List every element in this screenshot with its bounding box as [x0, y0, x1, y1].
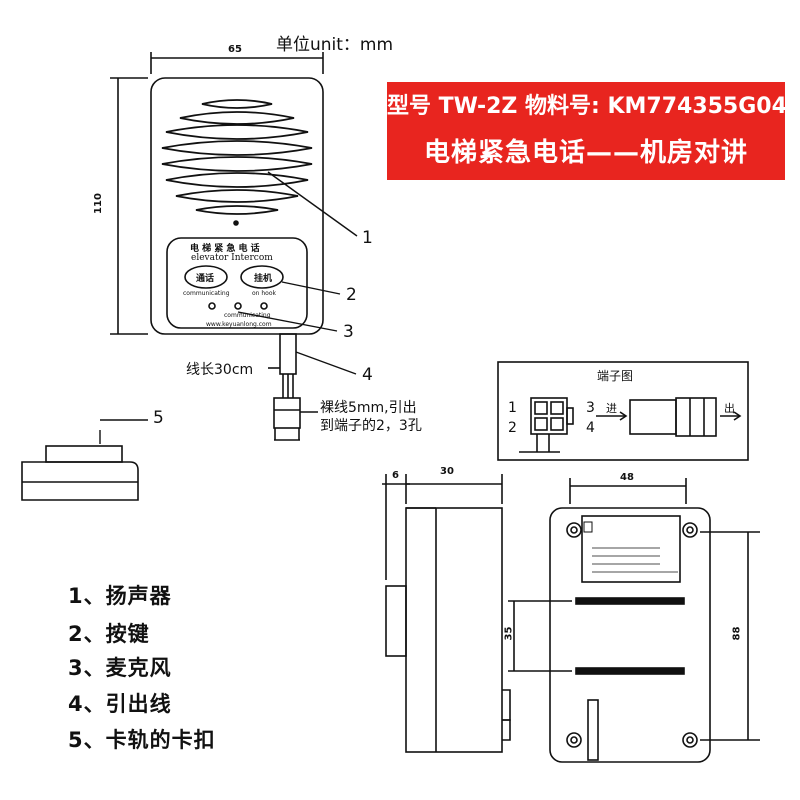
terminal-pin-3: 3	[586, 400, 595, 416]
wire-note-line2: 到端子的2，3孔	[320, 418, 422, 434]
hangup-button-caption: on hook	[252, 290, 276, 297]
callout-5: 5	[153, 408, 164, 428]
legend-item-speaker: 1、扬声器	[68, 584, 172, 608]
unit-label: 单位unit：mm	[276, 35, 394, 55]
legend-item-cable: 4、引出线	[68, 692, 172, 716]
back-view	[508, 478, 760, 763]
talk-button[interactable]: 通话	[196, 274, 215, 284]
dim-48: 48	[620, 472, 634, 483]
callout-2: 2	[346, 285, 357, 305]
dim-88: 88	[731, 626, 743, 641]
legend-item-microphone: 3、麦克风	[68, 656, 172, 680]
panel-title-cn: 电 梯 紧 急 电 话	[190, 244, 260, 254]
wire-note-line1: 裸线5mm,引出	[320, 400, 417, 416]
side-view	[382, 474, 511, 753]
terminal-out-label: 出	[724, 402, 735, 415]
cable	[268, 333, 318, 441]
callout-3: 3	[343, 322, 354, 342]
callout-leaders	[99, 171, 358, 444]
led-caption: communicating	[224, 312, 271, 319]
terminal-in-label: 进	[606, 402, 617, 415]
website-text: www.keyuanlong.com	[206, 321, 272, 328]
hangup-button[interactable]: 挂机	[254, 274, 273, 284]
dim-35: 35	[503, 626, 515, 641]
cable-length-note: 线长30cm	[186, 362, 254, 378]
dim-6: 6	[392, 470, 399, 481]
model-line: 型号 TW-2Z 物料号: KM774355G04	[387, 94, 787, 119]
callout-1: 1	[362, 228, 373, 248]
terminal-pin-1: 1	[508, 400, 517, 416]
title-banner: 型号 TW-2Z 物料号: KM774355G04 电梯紧急电话——机房对讲	[387, 82, 787, 180]
callout-4: 4	[362, 365, 373, 385]
talk-button-caption: communicating	[183, 290, 230, 297]
panel-title-en: elevator Intercom	[191, 253, 273, 263]
terminal-title: 端子图	[597, 369, 634, 383]
front-view-device	[110, 52, 324, 335]
speaker-grille	[161, 99, 313, 215]
rail-clip	[21, 445, 139, 501]
dim-height-110: 110	[92, 193, 104, 214]
terminal-pin-4: 4	[586, 420, 595, 436]
dim-width-65: 65	[228, 44, 242, 55]
product-line: 电梯紧急电话——机房对讲	[423, 138, 748, 168]
legend-item-rail-clip: 5、卡轨的卡扣	[68, 728, 216, 752]
control-panel	[166, 237, 308, 329]
dim-30: 30	[440, 466, 454, 477]
terminal-diagram	[497, 361, 749, 461]
terminal-pin-2: 2	[508, 420, 517, 436]
legend-item-button: 2、按键	[68, 622, 150, 646]
